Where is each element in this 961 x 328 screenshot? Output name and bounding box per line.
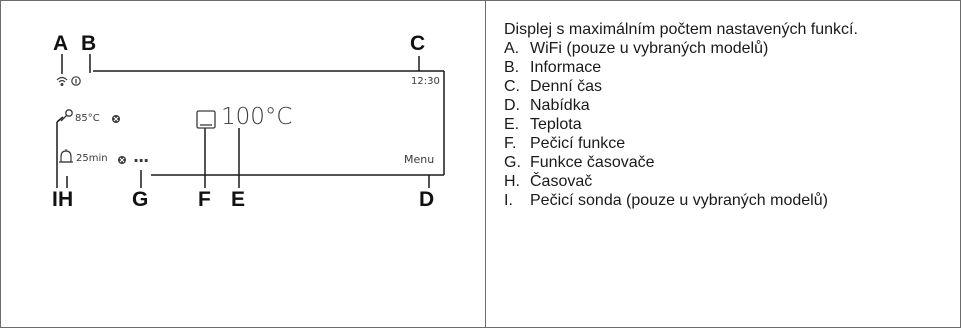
probe-icon: [60, 109, 73, 122]
legend-text: Pečicí sonda (pouze u vybraných modelů): [530, 192, 828, 209]
display-figure: A B C D E F G H I 12:30 85°C 100°C 25min…: [52, 32, 445, 211]
list-item: D. Nabídka: [504, 96, 944, 115]
timer-functions-dots: ...: [133, 147, 149, 166]
menu-label: Menu: [404, 153, 435, 166]
legend-letter: I.: [504, 192, 513, 209]
time-of-day: 12:30: [411, 76, 440, 87]
legend-text: Informace: [530, 59, 602, 76]
callout-d: D: [419, 188, 435, 211]
legend-text: Nabídka: [530, 97, 590, 114]
list-item: B. Informace: [504, 58, 944, 77]
legend-text: Denní čas: [530, 78, 603, 95]
legend-list: A. WiFi (pouze u vybraných modelů) B. Info…: [504, 39, 944, 210]
legend-letter: C.: [504, 78, 520, 95]
legend-text: Teplota: [530, 116, 582, 133]
legend-letter: H.: [504, 173, 520, 190]
callout-g: G: [132, 188, 149, 211]
callout-h: H: [58, 188, 74, 211]
clear-icon: [118, 156, 126, 164]
bell-icon: [59, 149, 73, 163]
list-item: I. Pečicí sonda (pouze u vybraných modelů…: [504, 191, 944, 210]
list-item: G. Funkce časovače: [504, 153, 944, 172]
legend-letter: A.: [504, 40, 520, 57]
legend-text: WiFi (pouze u vybraných modelů): [530, 40, 769, 57]
list-item: E. Teplota: [504, 115, 944, 134]
set-temperature: 100°C: [221, 104, 293, 130]
list-item: A. WiFi (pouze u vybraných modelů): [504, 39, 944, 58]
column-divider: [485, 0, 486, 328]
callout-i: I: [52, 188, 58, 211]
callout-c: C: [410, 32, 426, 55]
callout-b: B: [81, 32, 97, 55]
clear-icon: [112, 115, 120, 123]
callout-a: A: [53, 32, 69, 55]
legend-letter: G.: [504, 154, 521, 171]
list-item: H. Časovač: [504, 172, 944, 191]
callout-e: E: [231, 188, 246, 211]
info-icon: [71, 76, 81, 86]
legend-letter: B.: [504, 59, 520, 76]
legend-text: Pečicí funkce: [530, 135, 626, 152]
legend: Displej s maximálním počtem nastavených …: [504, 20, 944, 210]
list-item: F. Pečicí funkce: [504, 134, 944, 153]
list-item: C. Denní čas: [504, 77, 944, 96]
timer-value: 25min: [76, 153, 108, 164]
legend-letter: E.: [504, 116, 520, 133]
leader-i-top: [56, 116, 64, 123]
callout-f: F: [198, 188, 211, 211]
probe-temperature: 85°C: [75, 113, 100, 124]
oven-icon: [196, 110, 216, 129]
legend-letter: F.: [504, 135, 517, 152]
wifi-icon: [56, 76, 68, 86]
legend-letter: D.: [504, 97, 520, 114]
legend-intro: Displej s maximálním počtem nastavených …: [504, 21, 858, 38]
display-diagram: [56, 54, 445, 188]
legend-text: Časovač: [530, 173, 593, 190]
legend-text: Funkce časovače: [530, 154, 655, 171]
